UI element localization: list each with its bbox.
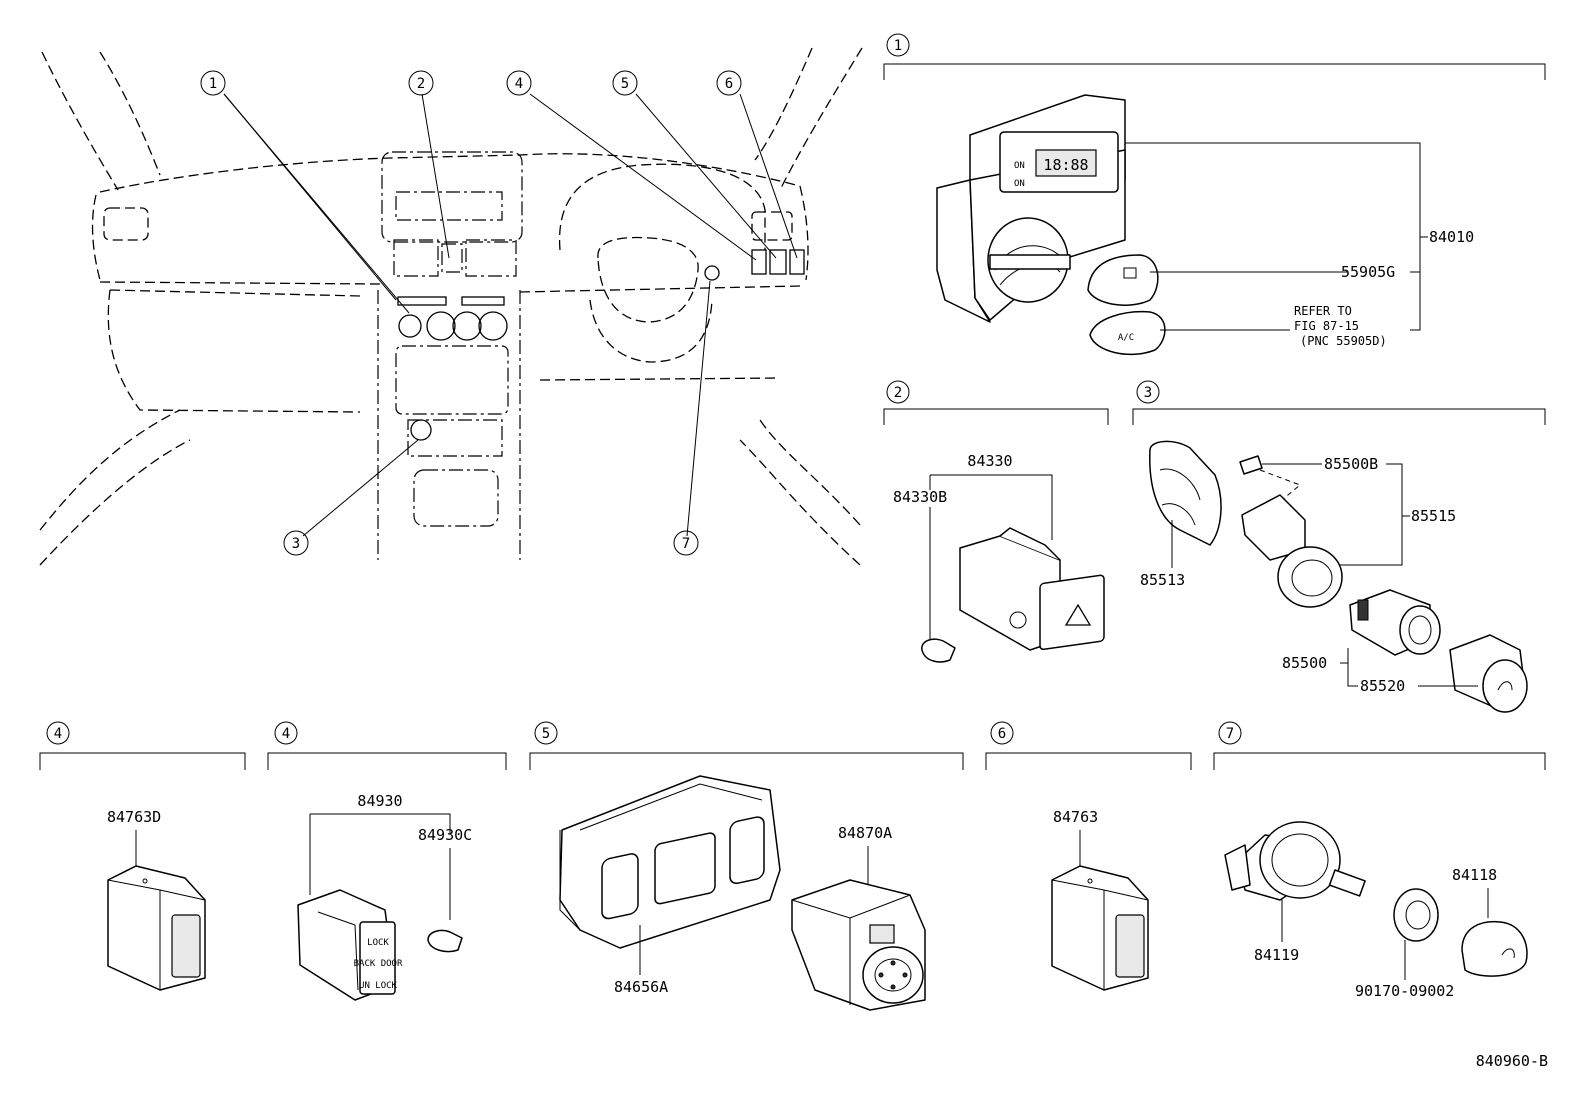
section-3: 3 85513 85500B 85515 bbox=[1132, 380, 1546, 713]
section-4b: 4 84930 84930C LOCK BACK DOOR UN LOCK bbox=[267, 721, 507, 1001]
label-84930C: 84930C bbox=[418, 826, 472, 844]
label-84119: 84119 bbox=[1254, 946, 1299, 964]
label-84763D: 84763D bbox=[107, 808, 161, 826]
svg-text:LOCK: LOCK bbox=[367, 938, 389, 948]
svg-text:UN LOCK: UN LOCK bbox=[359, 981, 398, 991]
switch-84763 bbox=[1051, 865, 1149, 991]
label-85515: 85515 bbox=[1411, 507, 1456, 525]
svg-text:ON: ON bbox=[1014, 161, 1025, 171]
svg-text:6: 6 bbox=[725, 76, 733, 92]
callout-7: 7 bbox=[673, 530, 699, 556]
callout-3: 3 bbox=[283, 530, 309, 556]
svg-text:2: 2 bbox=[417, 76, 425, 92]
callout-1: 1 bbox=[200, 70, 226, 96]
svg-text:1: 1 bbox=[209, 76, 217, 92]
dashboard-overview bbox=[39, 47, 863, 566]
section-1: 1 18:88 ON ON A/C bbox=[883, 33, 1546, 356]
section-5: 5 84656A 84870A bbox=[529, 721, 964, 1011]
svg-text:18:88: 18:88 bbox=[1043, 156, 1088, 174]
clock-unit: 18:88 ON ON bbox=[936, 94, 1126, 323]
svg-text:7: 7 bbox=[682, 536, 690, 552]
section-6: 6 84763 bbox=[985, 721, 1192, 991]
callout-4: 4 bbox=[506, 70, 532, 96]
defog-knob bbox=[1087, 254, 1159, 306]
label-85513: 85513 bbox=[1140, 571, 1185, 589]
svg-text:4: 4 bbox=[54, 726, 62, 742]
label-85500B: 85500B bbox=[1324, 455, 1378, 473]
bulb-84930C bbox=[427, 929, 463, 953]
label-55905G: 55905G bbox=[1341, 263, 1395, 281]
section-2: 2 84330 84330B bbox=[883, 380, 1109, 663]
svg-text:4: 4 bbox=[515, 76, 523, 92]
label-90170-09002: 90170-09002 bbox=[1355, 982, 1454, 1000]
label-84118: 84118 bbox=[1452, 866, 1497, 884]
callout-2: 2 bbox=[408, 70, 434, 96]
socket-85500 bbox=[1349, 589, 1441, 656]
hazard-switch bbox=[959, 527, 1105, 651]
svg-text:5: 5 bbox=[621, 76, 629, 92]
bulb-84330B bbox=[921, 638, 956, 663]
svg-text:ON: ON bbox=[1014, 179, 1025, 189]
section-4a: 4 84763D bbox=[39, 721, 246, 991]
rheostat-84119 bbox=[1224, 821, 1366, 901]
mirror-switch-84870A bbox=[791, 879, 926, 1011]
label-84870A: 84870A bbox=[838, 824, 892, 842]
label-85500: 85500 bbox=[1282, 654, 1327, 672]
figure-code: 840960-B bbox=[1476, 1052, 1548, 1070]
svg-text:3: 3 bbox=[1144, 385, 1152, 401]
svg-text:BACK DOOR: BACK DOOR bbox=[354, 959, 403, 969]
ac-knob: A/C bbox=[1089, 310, 1166, 356]
svg-text:1: 1 bbox=[894, 38, 902, 54]
label-84010: 84010 bbox=[1429, 228, 1474, 246]
svg-text:7: 7 bbox=[1226, 726, 1234, 742]
refer-to-line1: REFER TO bbox=[1294, 304, 1352, 318]
label-84763: 84763 bbox=[1053, 808, 1098, 826]
socket-85515 bbox=[1241, 494, 1343, 608]
retainer-85513 bbox=[1149, 440, 1222, 546]
callout-6: 6 bbox=[716, 70, 742, 96]
svg-text:A/C: A/C bbox=[1118, 333, 1134, 343]
overview-callouts: 1 2 4 5 6 3 7 bbox=[200, 70, 742, 556]
svg-text:2: 2 bbox=[894, 385, 902, 401]
lighter-85520 bbox=[1449, 634, 1528, 713]
knob-84118 bbox=[1461, 920, 1528, 977]
label-85520: 85520 bbox=[1360, 677, 1405, 695]
refer-to-line3: (PNC 55905D) bbox=[1300, 334, 1387, 348]
svg-text:4: 4 bbox=[282, 726, 290, 742]
callout-5: 5 bbox=[612, 70, 638, 96]
switch-bezel-84656A bbox=[559, 775, 781, 949]
bulb-85500B bbox=[1239, 455, 1263, 475]
svg-text:6: 6 bbox=[998, 726, 1006, 742]
svg-text:3: 3 bbox=[292, 536, 300, 552]
section-7: 7 84119 90170-09002 84118 bbox=[1213, 721, 1546, 1000]
label-84330: 84330 bbox=[967, 452, 1012, 470]
svg-text:5: 5 bbox=[542, 726, 550, 742]
nut-90170 bbox=[1393, 888, 1439, 942]
label-84656A: 84656A bbox=[614, 978, 668, 996]
overview-leaders bbox=[223, 93, 798, 537]
label-84930: 84930 bbox=[357, 792, 402, 810]
door-lock-switch: LOCK BACK DOOR UN LOCK bbox=[297, 889, 403, 1001]
switch-84763D bbox=[107, 865, 206, 991]
label-84330B: 84330B bbox=[893, 488, 947, 506]
refer-to-line2: FIG 87-15 bbox=[1294, 319, 1359, 333]
